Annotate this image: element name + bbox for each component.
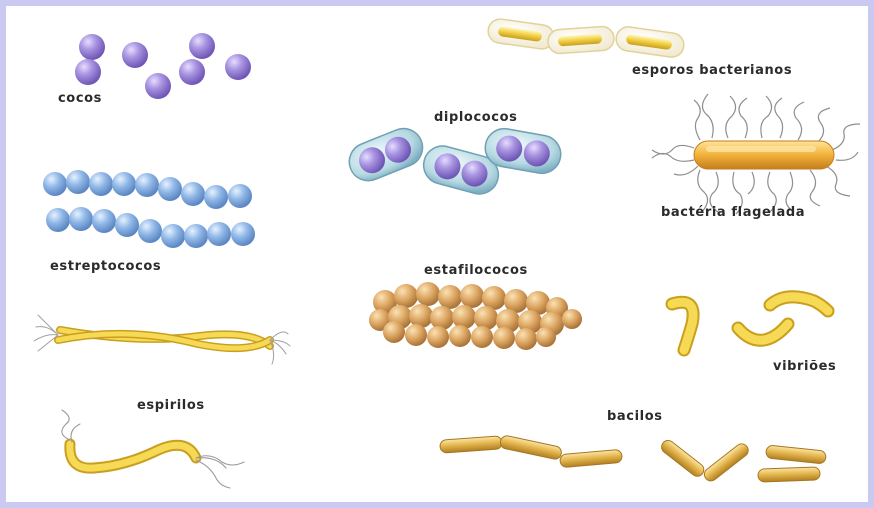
- coccus: [225, 54, 251, 80]
- espirilos-long: [34, 315, 290, 364]
- espirilos-wavy: [62, 410, 244, 488]
- label-espirilos: espirilos: [137, 398, 205, 413]
- estreptococos-group: [43, 170, 255, 248]
- spores-group: [487, 18, 686, 59]
- vibrioes-group: [672, 297, 828, 350]
- coccus: [189, 33, 215, 59]
- cocos-group: [75, 33, 251, 99]
- label-esporos: esporos bacterianos: [632, 63, 792, 78]
- coccus: [179, 59, 205, 85]
- flagellated-bacterium: [652, 94, 860, 214]
- coccus: [75, 59, 101, 85]
- label-vibrioes: vibriões: [773, 359, 836, 374]
- estafilococos-group: [369, 282, 582, 350]
- label-estreptococos: estreptococos: [50, 259, 161, 274]
- coccus: [145, 73, 171, 99]
- label-cocos: cocos: [58, 91, 102, 106]
- label-estafilococos: estafilococos: [424, 263, 528, 278]
- label-flagelada: bactéria flagelada: [661, 205, 805, 220]
- bacilos-group: [440, 435, 827, 484]
- coccus: [79, 34, 105, 60]
- label-diplococos: diplococos: [434, 110, 517, 125]
- coccus: [122, 42, 148, 68]
- diplococos-group: [344, 123, 564, 198]
- label-bacilos: bacilos: [607, 409, 663, 424]
